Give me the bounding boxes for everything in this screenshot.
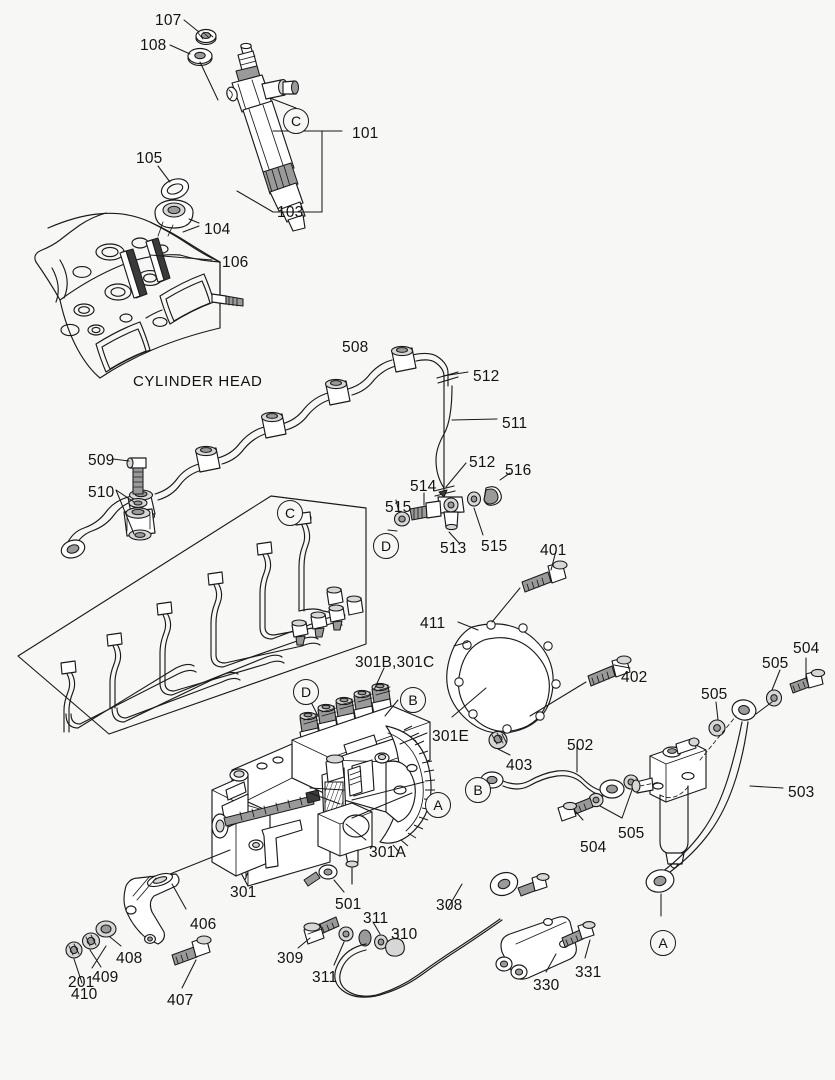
callout-b-pipe-502: B [465,777,491,803]
part-label-330: 330 [533,977,560,994]
part-label-512-lower: 512 [469,454,496,471]
part-label-107: 107 [155,12,182,29]
part-label-407: 407 [167,992,194,1009]
part-label-311-lower: 311 [312,969,338,986]
part-label-331: 331 [575,964,602,981]
part-label-505-top-right: 505 [762,655,789,672]
part-label-501: 501 [335,896,362,913]
part-label-104: 104 [204,221,231,238]
part-label-504-top-right: 504 [793,640,820,657]
part-label-308: 308 [436,897,463,914]
callout-a-hose-503: A [650,930,676,956]
callout-c-pipes: C [277,500,303,526]
part-label-505-mid: 505 [618,825,645,842]
part-label-402: 402 [621,669,648,686]
part-label-410: 410 [71,986,98,1003]
part-label-301A: 301A [369,844,406,861]
part-label-311-upper: 311 [363,910,389,927]
part-label-515-right: 515 [481,538,508,555]
part-label-514: 514 [410,478,437,495]
caption-cylinder-head: CYLINDER HEAD [133,373,263,390]
part-label-401: 401 [540,542,567,559]
part-label-409: 409 [92,969,119,986]
part-label-101: 101 [352,125,379,142]
part-label-512-upper: 512 [473,368,500,385]
part-label-108: 108 [140,37,167,54]
part-label-503: 503 [788,784,815,801]
callout-d-pipes: D [373,533,399,559]
part-label-505-filter: 505 [701,686,728,703]
part-label-301: 301 [230,884,257,901]
part-label-309: 309 [277,950,304,967]
part-label-502: 502 [567,737,594,754]
part-label-509: 509 [88,452,115,469]
part-label-301B-301C: 301B,301C [355,654,435,671]
callout-a-pump: A [425,792,451,818]
part-label-301E: 301E [432,728,469,745]
part-label-310: 310 [391,926,418,943]
callout-b-pump-top: B [400,687,426,713]
part-label-508: 508 [342,339,369,356]
part-label-406: 406 [190,916,217,933]
part-label-515-left: 515 [385,499,412,516]
part-label-411: 411 [420,615,446,632]
part-label-106: 106 [222,254,249,271]
part-label-103: 103 [277,204,304,221]
part-label-201: 201 [68,974,95,991]
callout-c-injector: C [283,108,309,134]
part-label-513: 513 [440,540,467,557]
callout-d-pump: D [293,679,319,705]
part-label-403: 403 [506,757,533,774]
part-label-510: 510 [88,484,115,501]
part-label-516: 516 [505,462,532,479]
part-label-504-mid: 504 [580,839,607,856]
part-label-408: 408 [116,950,143,967]
part-label-511: 511 [502,415,528,432]
part-label-105: 105 [136,150,163,167]
